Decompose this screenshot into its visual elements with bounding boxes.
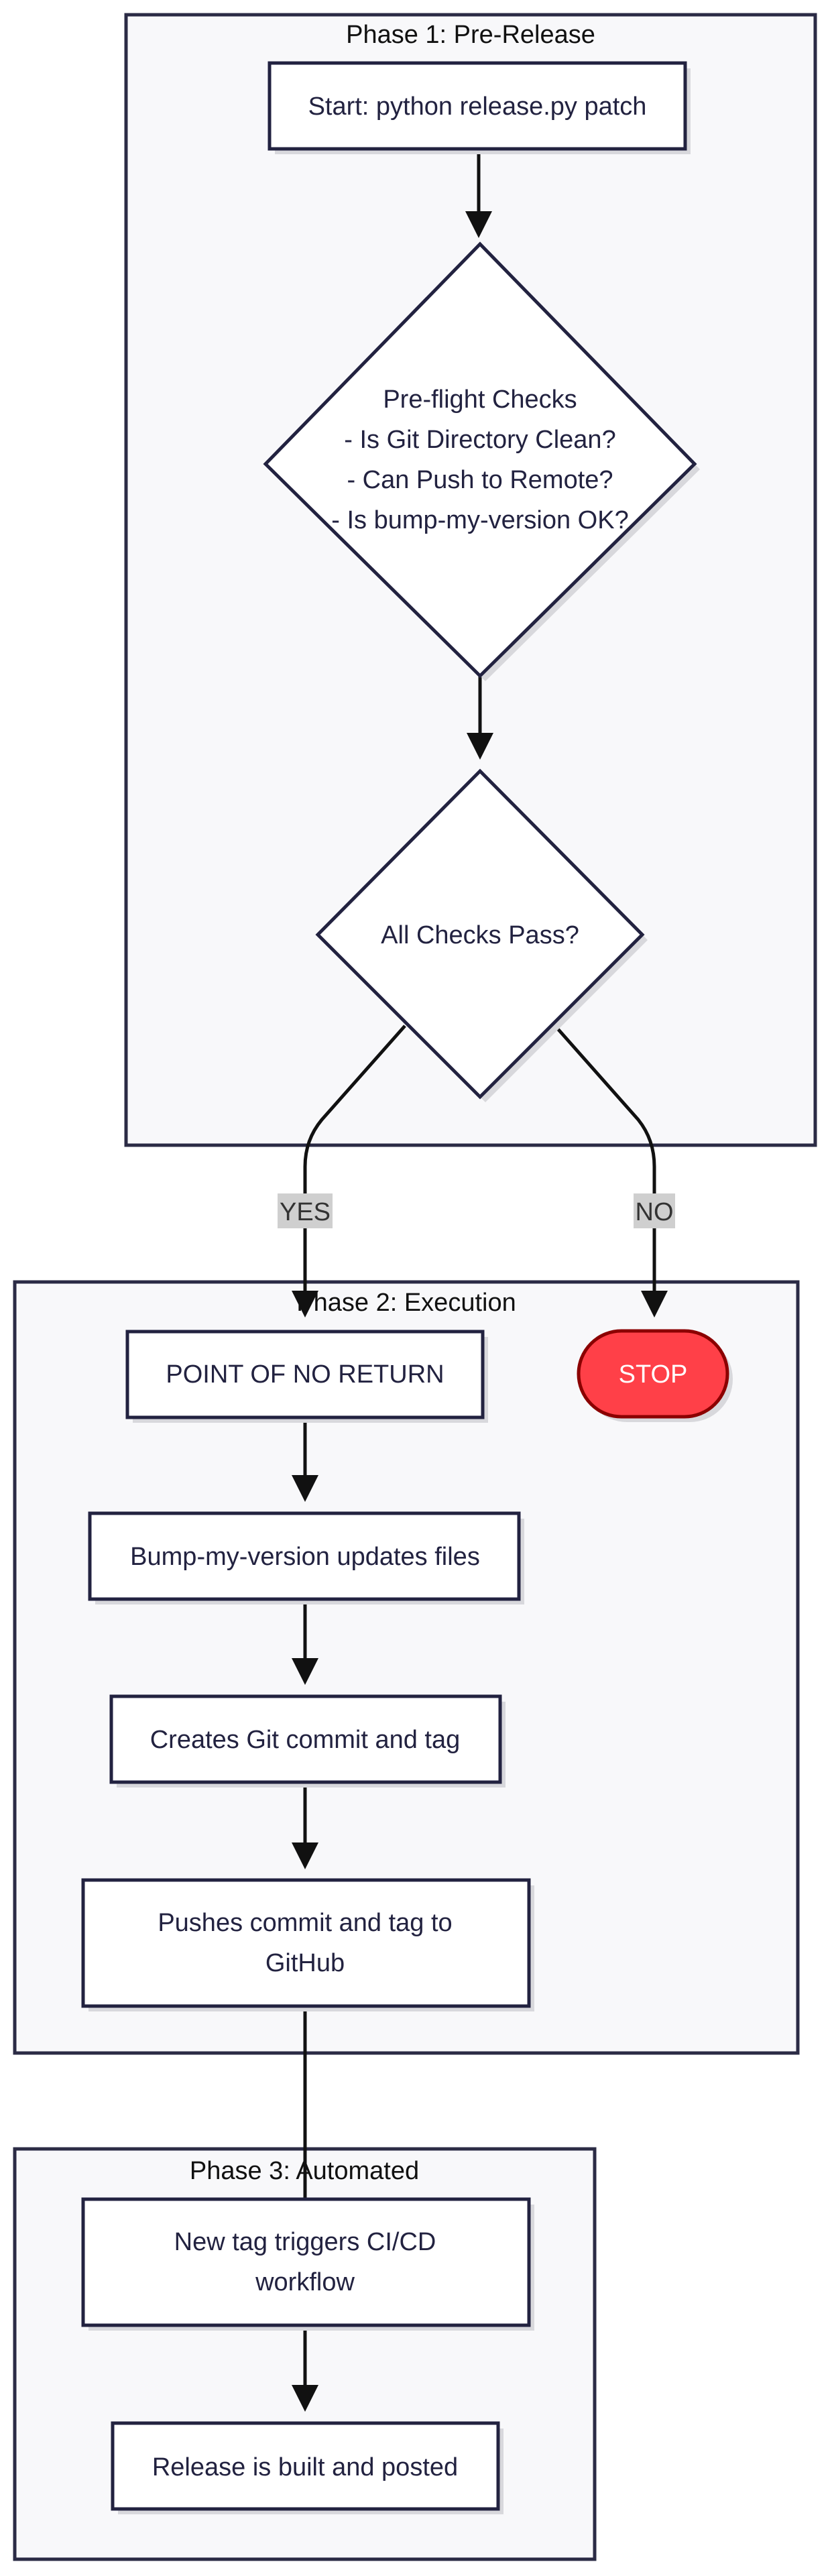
edge-no-to-stop [554, 1024, 668, 1318]
start-label: Start: python release.py patch [308, 93, 647, 121]
no-label: NO [636, 1198, 674, 1226]
release-node: Release is built and posted [111, 2421, 503, 2514]
edge-yes-to-point [292, 1024, 406, 1318]
ci-trigger-line-1: New tag triggers CI/CD [174, 2228, 436, 2256]
start-node: Start: python release.py patch [268, 61, 691, 154]
yes-label: YES [280, 1198, 331, 1226]
phase1-title: Phase 1: Pre-Release [346, 21, 595, 49]
all-checks-decision: All Checks Pass? [315, 768, 648, 1102]
all-checks-label: All Checks Pass? [381, 921, 579, 949]
preflight-line-1: Pre-flight Checks [383, 386, 577, 414]
push-node: Pushes commit and tag to GitHub [81, 1878, 534, 2011]
push-line-1: Pushes commit and tag to [158, 1909, 452, 1937]
bump-node: Bump-my-version updates files [88, 1511, 524, 1604]
release-label: Release is built and posted [152, 2453, 458, 2481]
edges [292, 151, 668, 2412]
ci-trigger-line-2: workflow [255, 2268, 355, 2296]
commit-tag-label: Creates Git commit and tag [150, 1726, 461, 1754]
preflight-decision: Pre-flight Checks - Is Git Directory Cle… [263, 241, 700, 681]
commit-tag-node: Creates Git commit and tag [109, 1694, 506, 1788]
edge-label-no: NO [634, 1193, 675, 1228]
preflight-line-2: - Is Git Directory Clean? [344, 426, 615, 454]
point-of-no-return-label: POINT OF NO RETURN [166, 1360, 444, 1389]
stop-node: STOP [577, 1329, 733, 1422]
push-line-2: GitHub [265, 1949, 345, 1977]
preflight-line-3: - Can Push to Remote? [347, 466, 613, 494]
stop-label: STOP [619, 1360, 688, 1389]
phase2-title: Phase 2: Execution [296, 1289, 516, 1317]
preflight-line-4: - Is bump-my-version OK? [331, 506, 628, 534]
edge-label-yes: YES [278, 1193, 333, 1228]
bump-label: Bump-my-version updates files [130, 1543, 480, 1571]
ci-trigger-node: New tag triggers CI/CD workflow [81, 2197, 534, 2331]
point-of-no-return-node: POINT OF NO RETURN [125, 1330, 488, 1423]
